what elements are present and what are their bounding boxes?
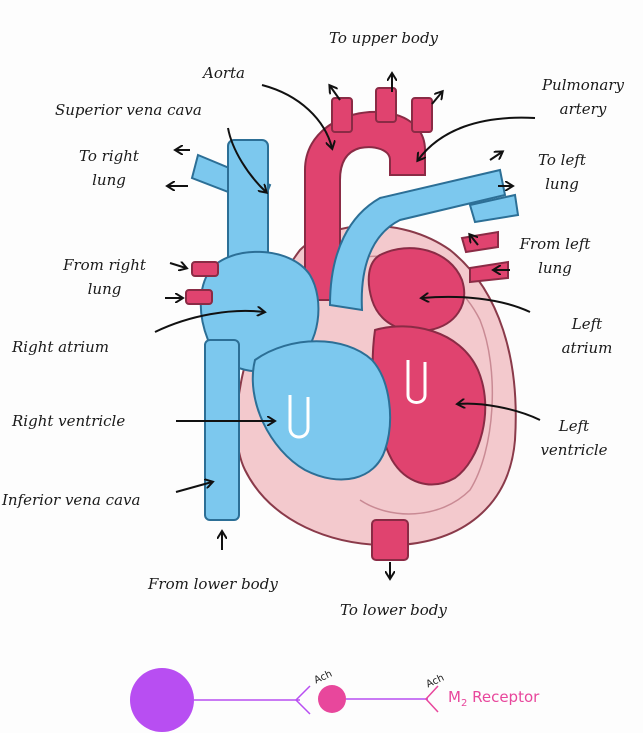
right-pulmonary-vein-1 — [191, 261, 219, 277]
label-left-ventricle: Left ventricle — [540, 417, 608, 459]
right-ventricle — [251, 340, 392, 481]
aorta-branch-1 — [331, 97, 353, 133]
left-pulmonary-vein-1 — [469, 260, 509, 284]
left-pulmonary-branch — [468, 193, 520, 224]
left-pulmonary-vein-2 — [460, 230, 499, 254]
descending-aorta — [371, 519, 409, 561]
label-pulmonary-artery: Pulmonary artery — [541, 76, 625, 118]
aorta-branch-3 — [411, 97, 433, 133]
label-superior-vena-cava: Superior vena cava — [55, 101, 202, 119]
label-to-upper-body: To upper body — [329, 29, 439, 47]
label-from-right-lung: From right lung — [63, 256, 146, 298]
direction-arrows — [154, 74, 541, 578]
label-to-right-lung: To right lung — [79, 147, 139, 189]
label-aorta: Aorta — [203, 64, 246, 82]
label-to-lower-body: To lower body — [340, 601, 447, 619]
label-from-left-lung: From left lung — [519, 235, 591, 277]
superior-vena-cava — [227, 139, 269, 271]
right-pulmonary-vein-2 — [185, 289, 213, 305]
label-right-ventricle: Right ventricle — [12, 412, 126, 430]
label-from-lower-body: From lower body — [148, 575, 278, 593]
label-inferior-vena-cava: Inferior vena cava — [2, 491, 141, 509]
label-m2-receptor: M2 Receptor — [448, 688, 540, 709]
label-right-atrium: Right atrium — [12, 338, 109, 356]
ach-molecule — [318, 685, 346, 713]
pulmonary-artery — [328, 168, 507, 312]
inferior-vena-cava — [204, 339, 240, 521]
neuron-soma — [130, 668, 194, 732]
label-to-left-lung: To left lung — [538, 151, 586, 193]
neuron-receptor-diagram — [130, 668, 439, 732]
aorta-branch-2 — [375, 87, 397, 123]
label-left-atrium: Left atrium — [561, 315, 613, 357]
left-atrium — [367, 247, 466, 333]
